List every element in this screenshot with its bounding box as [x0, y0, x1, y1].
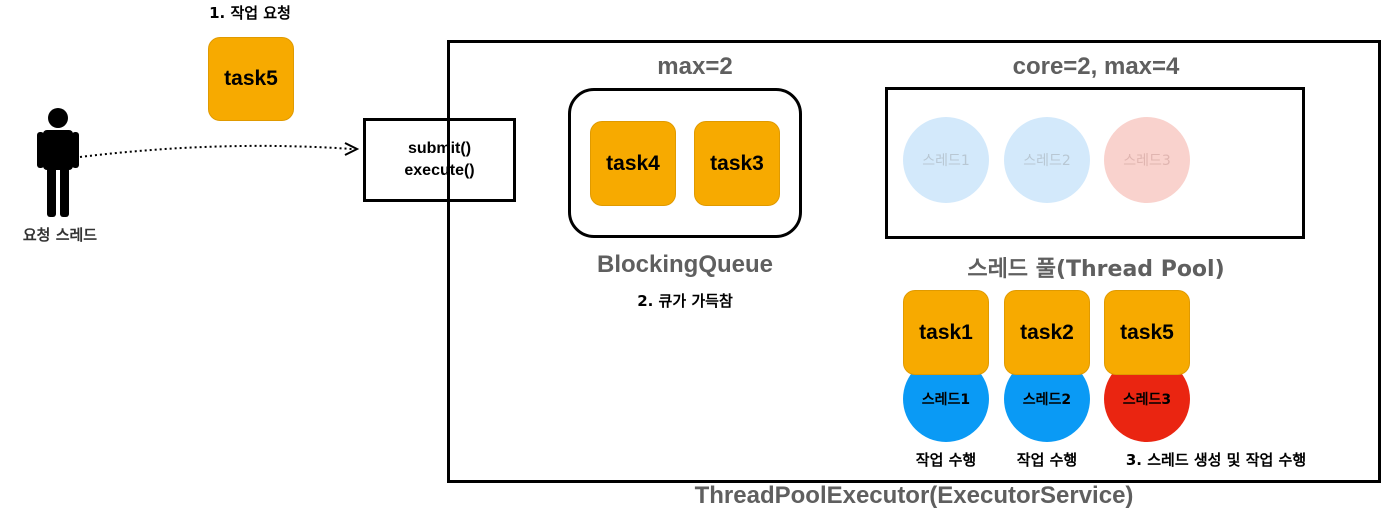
submit-box: submit() execute() — [363, 118, 516, 202]
running-task: task2 — [1004, 290, 1090, 375]
submit-method-label: submit() — [407, 140, 472, 157]
queue-task: task4 — [590, 121, 676, 206]
person-icon — [37, 108, 79, 217]
queue-full-label: 2. 큐가 가득참 — [637, 292, 733, 310]
running-caption: 작업 수행 — [915, 451, 977, 469]
pool-size-label: core=2, max=4 — [1012, 53, 1180, 80]
running-task: task1 — [903, 290, 989, 375]
blocking-queue-title: BlockingQueue — [596, 251, 774, 278]
idle-thread: 스레드2 — [1004, 117, 1090, 203]
executor-box — [447, 40, 1381, 483]
idle-thread: 스레드1 — [903, 117, 989, 203]
queue-max-label: max=2 — [657, 53, 733, 80]
request-thread-label: 요청 스레드 — [22, 226, 98, 244]
executor-title: ThreadPoolExecutor(ExecutorService) — [694, 482, 1134, 509]
running-caption: 작업 수행 — [1016, 451, 1078, 469]
thread-pool-title: 스레드 풀(Thread Pool) — [967, 257, 1225, 282]
idle-thread-new: 스레드3 — [1104, 117, 1190, 203]
queue-task: task3 — [694, 121, 780, 206]
requested-task: task5 — [208, 37, 294, 121]
new-thread-caption: 3. 스레드 생성 및 작업 수행 — [1125, 451, 1307, 469]
thread-pool-box — [885, 87, 1305, 239]
blocking-queue-box — [568, 88, 802, 238]
running-task: task5 — [1104, 290, 1190, 375]
execute-method-label: execute() — [404, 162, 475, 179]
step1-label: 1. 작업 요청 — [209, 4, 291, 22]
